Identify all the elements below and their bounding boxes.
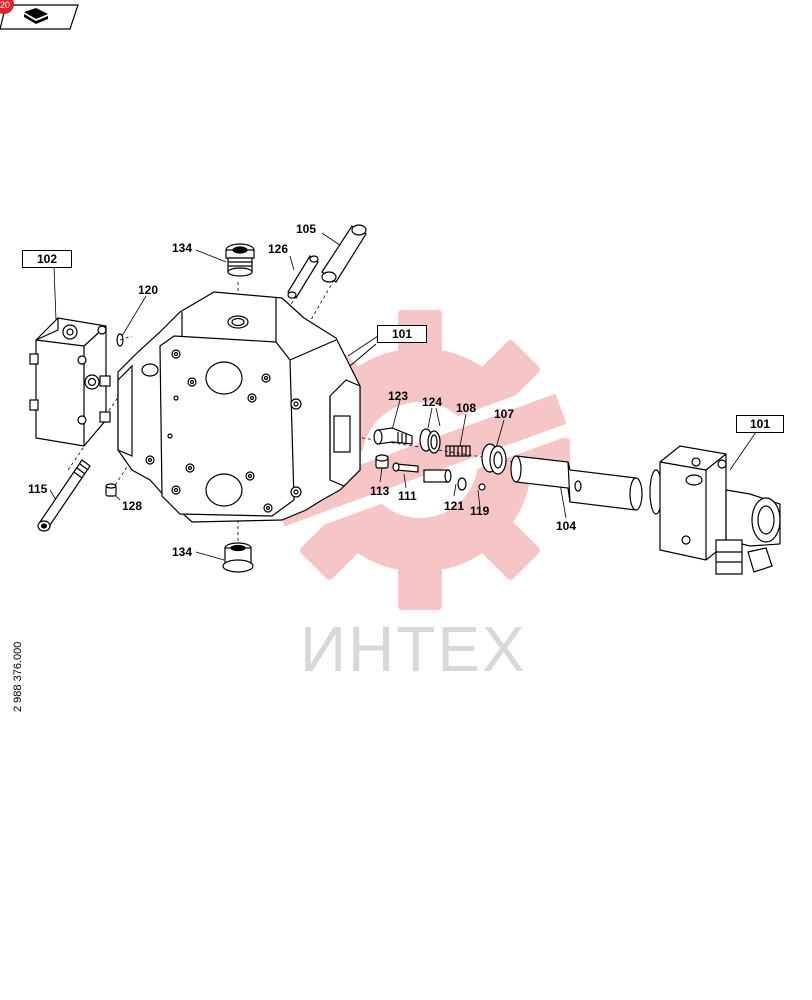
ring-119 (478, 483, 486, 491)
watermark-text: ИНТЕХ (300, 613, 527, 685)
part-label-126: 126 (268, 242, 289, 256)
part-label-120: 120 (138, 283, 159, 297)
book-open-icon (24, 8, 48, 24)
nut-107 (481, 443, 507, 475)
actuator-101-left-flange (349, 343, 377, 367)
part-label-121: 121 (444, 499, 465, 513)
part-label-128: 128 (122, 499, 143, 513)
part-label-101-left: 101 (377, 325, 427, 343)
sleeve-121 (423, 469, 467, 491)
part-label-134-top: 134 (172, 241, 193, 255)
o-ring-120 (116, 333, 124, 347)
part-label-107: 107 (494, 407, 515, 421)
header-badge: 20 (0, 0, 79, 30)
corner-dot-text: 20 (0, 0, 10, 10)
part-label-113: 113 (370, 484, 390, 498)
seal-ring-124 (419, 428, 441, 454)
document-number: 2 988 376.000 (12, 641, 24, 712)
part-label-119: 119 (470, 504, 490, 518)
part-label-104: 104 (556, 519, 577, 533)
screw-123 (373, 427, 413, 445)
bolt-115 (37, 459, 91, 532)
pin-126 (287, 255, 319, 299)
pin-128 (105, 483, 117, 497)
pin-105 (321, 224, 367, 283)
part-label-134-bottom: 134 (172, 545, 193, 559)
spring-108 (445, 445, 471, 457)
valve-housing (117, 291, 361, 523)
plug-134-bottom (222, 542, 254, 573)
part-label-115: 115 (28, 482, 48, 496)
part-label-101-right: 101 (736, 415, 784, 433)
plug-134-top (225, 243, 255, 277)
part-label-111: 111 (398, 489, 417, 503)
spool-104 (510, 455, 643, 511)
bushing-113 (375, 454, 389, 469)
pin-111 (392, 462, 419, 473)
part-label-102: 102 (22, 250, 72, 268)
part-label-123: 123 (388, 389, 409, 403)
part-label-124: 124 (422, 395, 443, 409)
cover-plate-102 (29, 317, 111, 447)
part-label-105: 105 (296, 222, 317, 236)
part-label-108: 108 (456, 401, 477, 415)
actuator-101-right (649, 445, 781, 575)
